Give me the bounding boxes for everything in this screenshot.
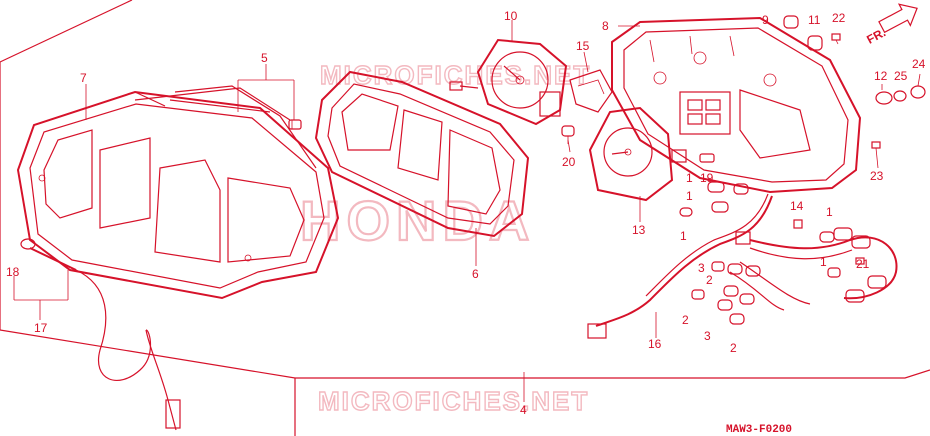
meter-cover-part-7 — [16, 85, 340, 300]
callout-11: 11 — [808, 13, 821, 27]
gauge-part-13 — [588, 106, 687, 202]
callout-1e: 1 — [820, 255, 827, 269]
callout-7: 7 — [80, 71, 87, 85]
callout-21: 21 — [856, 257, 870, 271]
leader-lines — [13, 20, 921, 402]
callout-6: 6 — [472, 267, 479, 281]
callout-16: 16 — [648, 337, 662, 351]
callout-8: 8 — [602, 19, 609, 33]
callout-3a: 3 — [698, 261, 705, 275]
callout-2c: 2 — [730, 341, 737, 355]
callout-1c: 1 — [680, 229, 687, 243]
callout-labels: 7 5 6 10 8 15 20 13 9 11 22 12 25 24 23 … — [6, 9, 926, 417]
callout-4: 4 — [520, 403, 527, 417]
callout-20: 20 — [562, 155, 576, 169]
small-parts — [783, 15, 926, 265]
callout-24: 24 — [912, 57, 926, 71]
callout-17: 17 — [34, 321, 48, 335]
callout-18: 18 — [6, 265, 20, 279]
callout-1a: 1 — [686, 171, 693, 185]
callout-14: 14 — [790, 199, 804, 213]
callout-13: 13 — [632, 223, 646, 237]
callout-10: 10 — [504, 9, 518, 23]
callout-1d: 1 — [826, 205, 833, 219]
diagram-code: MAW3-F0200 — [726, 424, 792, 436]
callout-15: 15 — [576, 39, 590, 53]
callout-9: 9 — [762, 13, 769, 27]
front-direction-arrow — [878, 3, 918, 34]
callout-3b: 3 — [704, 329, 711, 343]
wire-harness-part-16 — [587, 193, 898, 339]
screw-part-5 — [288, 119, 302, 130]
indicator-part-15 — [569, 69, 613, 113]
callout-2a: 2 — [706, 273, 713, 287]
callout-5: 5 — [261, 51, 268, 65]
front-direction-label: FR. — [864, 25, 888, 46]
bezel-part-6 — [314, 70, 530, 238]
callout-22: 22 — [832, 11, 846, 25]
callout-1b: 1 — [686, 189, 693, 203]
meter-case-part-8 — [611, 16, 862, 194]
callout-23: 23 — [870, 169, 884, 183]
callout-2b: 2 — [682, 313, 689, 327]
callout-25: 25 — [894, 69, 908, 83]
callout-19: 19 — [700, 171, 714, 185]
speedometer-cable-part-17 — [20, 238, 181, 431]
gauge-part-10 — [449, 38, 568, 126]
bulb-sockets-part-19 — [679, 153, 749, 217]
watermark-bottom: MICROFICHES.NET — [318, 386, 589, 416]
callout-12: 12 — [874, 69, 888, 83]
watermark-honda: HONDA — [300, 189, 535, 252]
